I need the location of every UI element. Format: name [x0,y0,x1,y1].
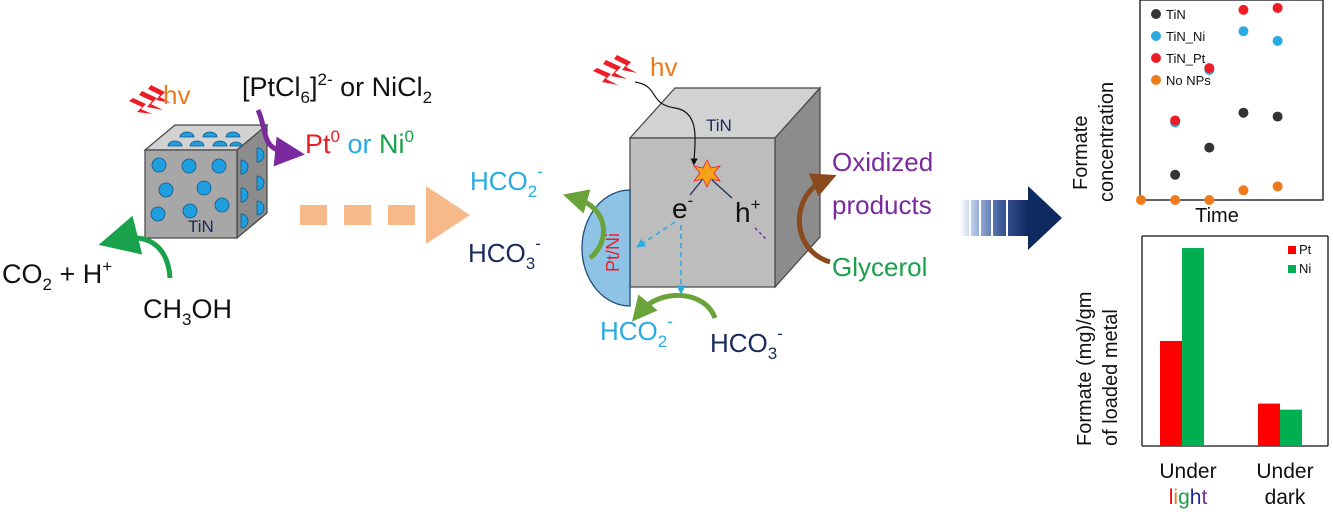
legend-marker-pt [1288,246,1296,254]
bicarbonate-left-label: HCO3- [468,234,541,273]
category-label-light-line1: Under [1159,460,1216,483]
legend-label-ni: Ni [1299,261,1311,276]
scatter-point-tin-1 [1204,142,1215,153]
bar-ni-under-light [1182,248,1204,446]
legend-marker-tin-pt [1151,53,1161,63]
chart1-xlabel: Time [1195,205,1239,227]
electron-transfer-left [636,221,676,248]
legend-label-tin: TiN [1166,7,1186,22]
category-label-light-line2: light [1169,486,1208,509]
nanoparticle-dots-side [240,147,265,229]
electron-path [689,179,703,196]
oxidation-arrow [98,215,173,279]
bar-ni-under-dark [1280,409,1302,446]
metal-label: Pt0 or Ni0 [305,127,414,159]
nanoparticle-dots-front [150,157,230,222]
scatter-point-tin-3 [1272,111,1283,122]
legend-marker-ni [1288,265,1296,273]
methanol-label: CH3OH [143,294,232,329]
precursor-label: [PtCl6]2- or NiCl2 [242,70,432,107]
chart1-ylabel-line1: Formate [1070,116,1092,190]
formate-bottom-label: HCO2- [600,312,673,351]
scatter-point-tin-ni-2 [1238,26,1249,37]
tin-label-center: TiN [706,116,732,135]
hole-transfer [754,227,768,241]
scatter-point-tin-pt-2 [1238,4,1249,15]
oxidized-products-line2: products [832,190,932,220]
oxidized-products-line1: Oxidized [832,147,933,177]
chart2-ylabel-line1: Formate (mg)/gm [1074,292,1096,446]
scatter-point-tin-2 [1238,107,1249,118]
legend-marker-tin-ni [1151,31,1161,41]
chart1-points [1136,2,1283,205]
scatter-point-no-nps-1 [1170,195,1181,205]
chart2-ylabel-line2: of loaded metal [1100,309,1122,446]
glycerol-label: Glycerol [832,252,927,282]
bar-pt-under-light [1160,340,1182,446]
category-label-dark-line2: dark [1265,486,1306,509]
process-arrow [300,186,470,244]
legend-label-pt: Pt [1299,242,1312,257]
photon-path [634,81,698,166]
excitation-star-icon [692,159,722,188]
lightning-icon-center [593,55,637,85]
legend-marker-tin [1151,9,1161,19]
catalyst-particle [581,189,631,307]
scatter-point-tin-ni-3 [1272,35,1283,46]
glycerol-oxidation-arrow [796,173,837,265]
legend-label-no-nps: No NPs [1166,73,1211,88]
scatter-point-tin-pt-0 [1170,115,1181,126]
chart1-ylabel-line2: concentration [1096,82,1118,202]
hole-path [711,179,733,199]
scatter-point-tin-pt-1 [1204,63,1215,74]
electron-label: e- [672,191,693,224]
tin-cube-center: TiN [628,86,822,289]
scatter-point-no-nps-2 [1204,195,1215,205]
reduction-arrow-left [562,189,606,260]
tin-label-left: TiN [188,217,214,236]
legend-label-tin-pt: TiN_Pt [1166,51,1206,66]
scatter-point-no-nps-0 [1136,195,1146,205]
hole-label: h+ [735,195,761,228]
scatter-point-no-nps-4 [1272,181,1283,192]
scatter-point-tin-0 [1170,169,1181,180]
formate-left-label: HCO2- [470,162,543,201]
bar-pt-under-dark [1258,403,1280,446]
chart1-frame [1139,0,1324,201]
co2-product-label: CO2 + H+ [2,257,112,294]
category-label-dark-line1: Under [1256,460,1313,483]
hv-label-center: hv [650,52,677,82]
lightning-icon [129,85,171,114]
reduction-arrow-bottom [631,292,718,322]
bicarbonate-bottom-label: HCO3- [710,324,783,363]
legend-marker-no-nps [1151,75,1161,85]
reduction-arrow [255,108,305,167]
left-panel: hv [PtCl6]2- or NiCl2 [2,70,432,329]
scatter-point-no-nps-3 [1238,185,1249,196]
formate-concentration-chart: Formate concentration Time TiN TiN_NiTiN_… [1070,0,1324,227]
legend-label-tin-ni: TiN_Ni [1166,29,1205,44]
nanoparticle-dots-top [167,131,243,147]
hv-label: hv [163,80,190,110]
scatter-point-tin-pt-3 [1272,2,1283,13]
catalyst-label: Pt/Ni [603,233,623,272]
result-arrow [960,186,1062,250]
chart2-bars [1160,248,1302,446]
middle-panel: TiN Pt/Ni hv e- h+ HCO2- HCO3- [468,52,933,363]
tin-cube-left: TiN [143,123,269,240]
